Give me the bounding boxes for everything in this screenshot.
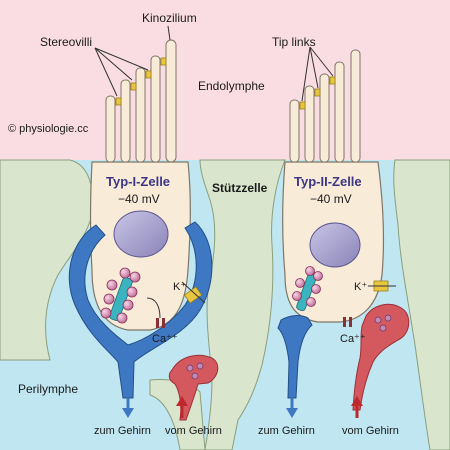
- stereovilli-left: [105, 39, 177, 163]
- efferent-vesicles: [186, 314, 392, 380]
- k-channel-right: [368, 280, 396, 292]
- tip-link-channels-right: [299, 76, 336, 110]
- ca-channel-left: [156, 318, 165, 328]
- arrows-from-brain: [176, 396, 363, 418]
- support-tissue-center: [199, 159, 286, 450]
- copyright-label: © physiologie.cc: [8, 123, 89, 135]
- label-vom-gehirn-right: vom Gehirn: [342, 425, 399, 437]
- ca-arrow-left: [146, 297, 161, 319]
- ca-label-right: Ca⁺⁺: [340, 333, 366, 345]
- label-endolymphe: Endolymphe: [198, 79, 265, 93]
- label-perilymphe: Perilymphe: [18, 382, 78, 396]
- k-channel-left: [181, 281, 206, 304]
- k-label-right: K⁺: [354, 281, 367, 293]
- tip-link-channels-left: [115, 57, 167, 106]
- stereovilli-right: [289, 49, 361, 163]
- nucleus-right: [309, 222, 361, 268]
- ca-label-left: Ca⁺⁺: [152, 333, 178, 345]
- ca-channel-right: [343, 317, 352, 327]
- label-kinozilium: Kinozilium: [142, 11, 197, 25]
- support-tissue-right: [393, 159, 450, 450]
- label-stereovilli: Stereovilli: [40, 35, 92, 49]
- label-vom-gehirn-left: vom Gehirn: [165, 425, 222, 437]
- arrows-to-brain: [122, 398, 298, 418]
- afferent-bouton-right: [277, 315, 313, 399]
- label-tip-links: Tip links: [272, 35, 316, 49]
- synaptic-ribbon-right: [292, 266, 323, 312]
- label-zum-gehirn-right: zum Gehirn: [258, 425, 315, 437]
- cell-potential-type-2: −40 mV: [310, 192, 352, 206]
- label-stuetzzelle: Stützzelle: [212, 181, 268, 195]
- nucleus-left: [113, 210, 169, 258]
- efferent-terminal-right: [352, 303, 410, 411]
- afferent-calyx-left: [68, 221, 213, 399]
- support-tissue-left: [0, 159, 94, 361]
- endolymph-region: [0, 0, 450, 170]
- synaptic-ribbon-left: [100, 267, 141, 324]
- k-label-left: K⁺: [173, 281, 186, 293]
- label-zum-gehirn-left: zum Gehirn: [94, 425, 151, 437]
- kinozilium-left: [165, 39, 177, 163]
- cell-title-type-2: Typ-II-Zelle: [294, 174, 362, 189]
- cell-title-type-1: Typ-I-Zelle: [106, 174, 170, 189]
- label-leader-lines: [94, 25, 334, 102]
- cell-potential-type-1: −40 mV: [118, 192, 160, 206]
